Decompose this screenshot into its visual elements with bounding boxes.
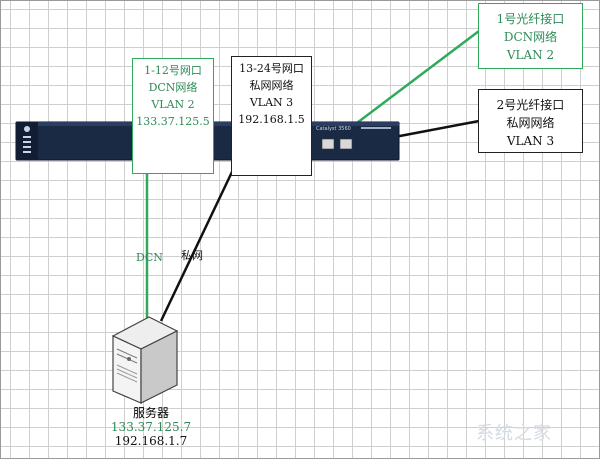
ports-13-24-title: 13-24号网口	[239, 62, 304, 75]
ports-13-24-network: 私网网络	[249, 79, 294, 92]
ports-13-24-vlan: VLAN 3	[249, 96, 294, 109]
fiber-1-network: DCN网络	[503, 30, 558, 44]
ports-13-24-ip: 192.168.1.5	[238, 113, 305, 126]
fiber-1-vlan: VLAN 2	[506, 48, 555, 62]
ports-1-12-vlan: VLAN 2	[151, 98, 195, 111]
server-caption: 服务器 133.37.125.7 192.168.1.7	[101, 406, 201, 448]
fiber-2-info-box: 2号光纤接口 私网网络 VLAN 3	[478, 89, 583, 153]
ports-1-12-ip: 133.37.125.5	[136, 115, 210, 128]
private-link-label: 私网	[181, 249, 203, 262]
dcn-link-label: DCN	[136, 251, 163, 264]
fiber-ports	[321, 138, 353, 150]
server-ip-dcn: 133.37.125.7	[110, 420, 192, 434]
ports-1-12-network: DCN网络	[148, 81, 198, 94]
ports-1-12-info-box: 1-12号网口 DCN网络 VLAN 2 133.37.125.5	[132, 58, 214, 174]
fiber-2-title: 2号光纤接口	[496, 98, 565, 112]
ports-13-24-info-box: 13-24号网口 私网网络 VLAN 3 192.168.1.5	[231, 56, 312, 176]
link-private-server	[159, 152, 243, 322]
switch-model-text: Catalyst 3560	[316, 126, 351, 132]
fiber-2-vlan: VLAN 3	[506, 134, 555, 148]
watermark: 系统之家	[476, 423, 552, 444]
server-icon	[111, 316, 179, 404]
fiber-1-title: 1号光纤接口	[496, 12, 565, 26]
cisco-logo-icon	[23, 126, 31, 153]
ports-1-12-title: 1-12号网口	[144, 64, 202, 77]
server-name: 服务器	[132, 406, 169, 420]
fiber-1-info-box: 1号光纤接口 DCN网络 VLAN 2	[478, 3, 583, 69]
fiber-2-network: 私网网络	[506, 116, 555, 130]
server-ip-private: 192.168.1.7	[114, 434, 188, 448]
